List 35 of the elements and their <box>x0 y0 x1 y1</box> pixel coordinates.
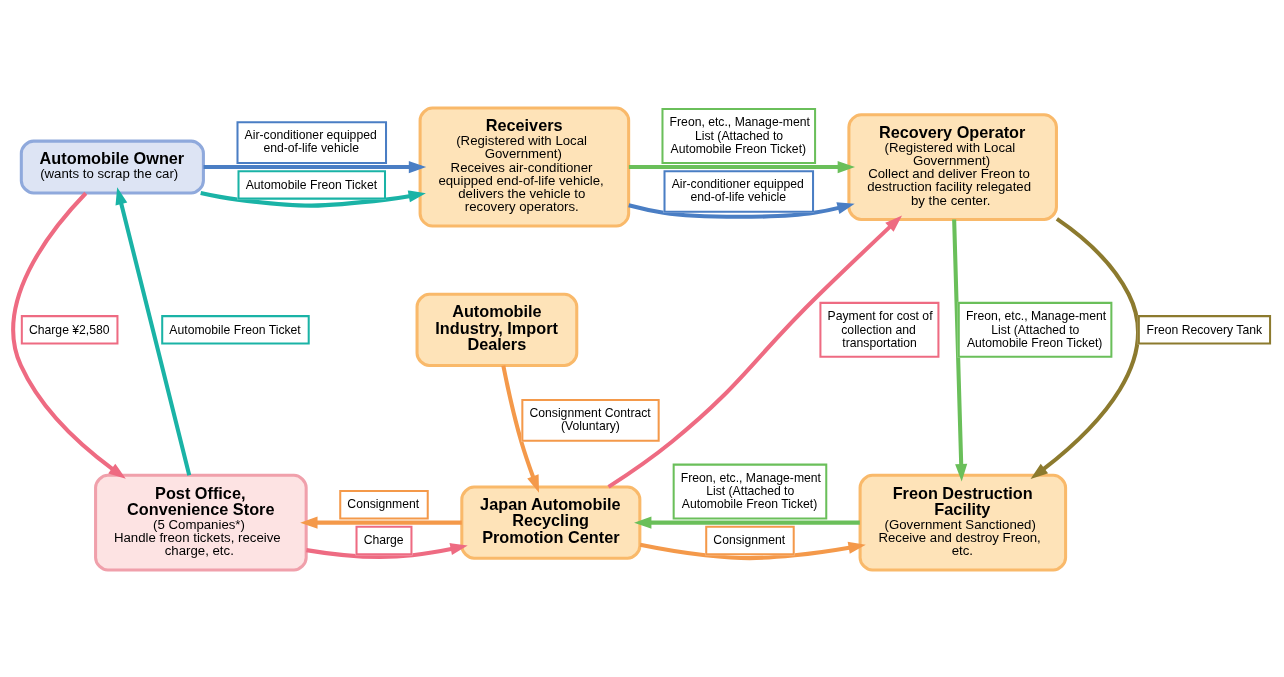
edge-label: Air-conditioner equipped end-of-life vehicle <box>244 127 377 155</box>
arrow <box>952 218 968 481</box>
node-box: Post Office, Convenience Store (5 Companies*) Handle freon tickets, receive charge, etc. <box>94 473 308 571</box>
arrow <box>639 541 866 560</box>
arrow <box>11 191 126 479</box>
edge-label: Charge <box>363 532 404 547</box>
arrow <box>634 516 860 529</box>
arrow <box>628 201 855 219</box>
edge-label: Consignment <box>347 496 420 511</box>
edge-label: Automobile Freon Ticket <box>245 177 378 192</box>
arrow <box>200 189 426 208</box>
edge-label: Automobile Freon Ticket <box>169 322 301 337</box>
arrow <box>501 364 539 493</box>
node-box: Automobile Owner (wants to scrap the car) <box>19 139 205 195</box>
arrow <box>628 160 855 173</box>
edge-label: Charge ¥2,580 <box>28 322 110 337</box>
arrow <box>300 516 462 529</box>
edge-label: Freon, etc., Manage-ment List (Attached to Automobile Freon Ticket) <box>965 308 1107 350</box>
arrow <box>115 186 192 476</box>
edge-label: Freon, etc., Manage-ment List (Attached to Automobile Freon Ticket) <box>669 114 810 156</box>
node-box: Japan Automobile Recycling Promotion Center <box>460 485 642 560</box>
node-box: Recovery Operator (Registered with Local Government) Collect and deliver Freon to destruction facility relegated by the center. <box>847 112 1058 221</box>
edge-label: Consignment Contract (Voluntary) <box>529 405 651 433</box>
node-box: Receivers (Registered with Local Government) Receives air-conditioner equipped end-of-life vehicle, delivers the vehicle to recovery operators. <box>418 106 631 228</box>
edge-label: Freon Recovery Tank <box>1146 322 1263 337</box>
node-box: Freon Destruction Facility (Government Sanctioned) Receive and destroy Freon, etc. <box>858 473 1068 571</box>
node-box: Automobile Industry, Import Dealers <box>415 292 579 367</box>
arrow <box>203 160 427 173</box>
edge-label: Air-conditioner equipped end-of-life vehicle <box>671 176 804 204</box>
edge-label: Freon, etc., Manage-ment List (Attached to Automobile Freon Ticket) <box>680 470 822 511</box>
edge-label: Consignment <box>713 532 786 547</box>
arrow <box>306 542 468 559</box>
arrow <box>607 214 903 489</box>
arrow <box>1030 216 1140 479</box>
edge-label: Payment for cost of collection and transportation <box>827 308 933 350</box>
